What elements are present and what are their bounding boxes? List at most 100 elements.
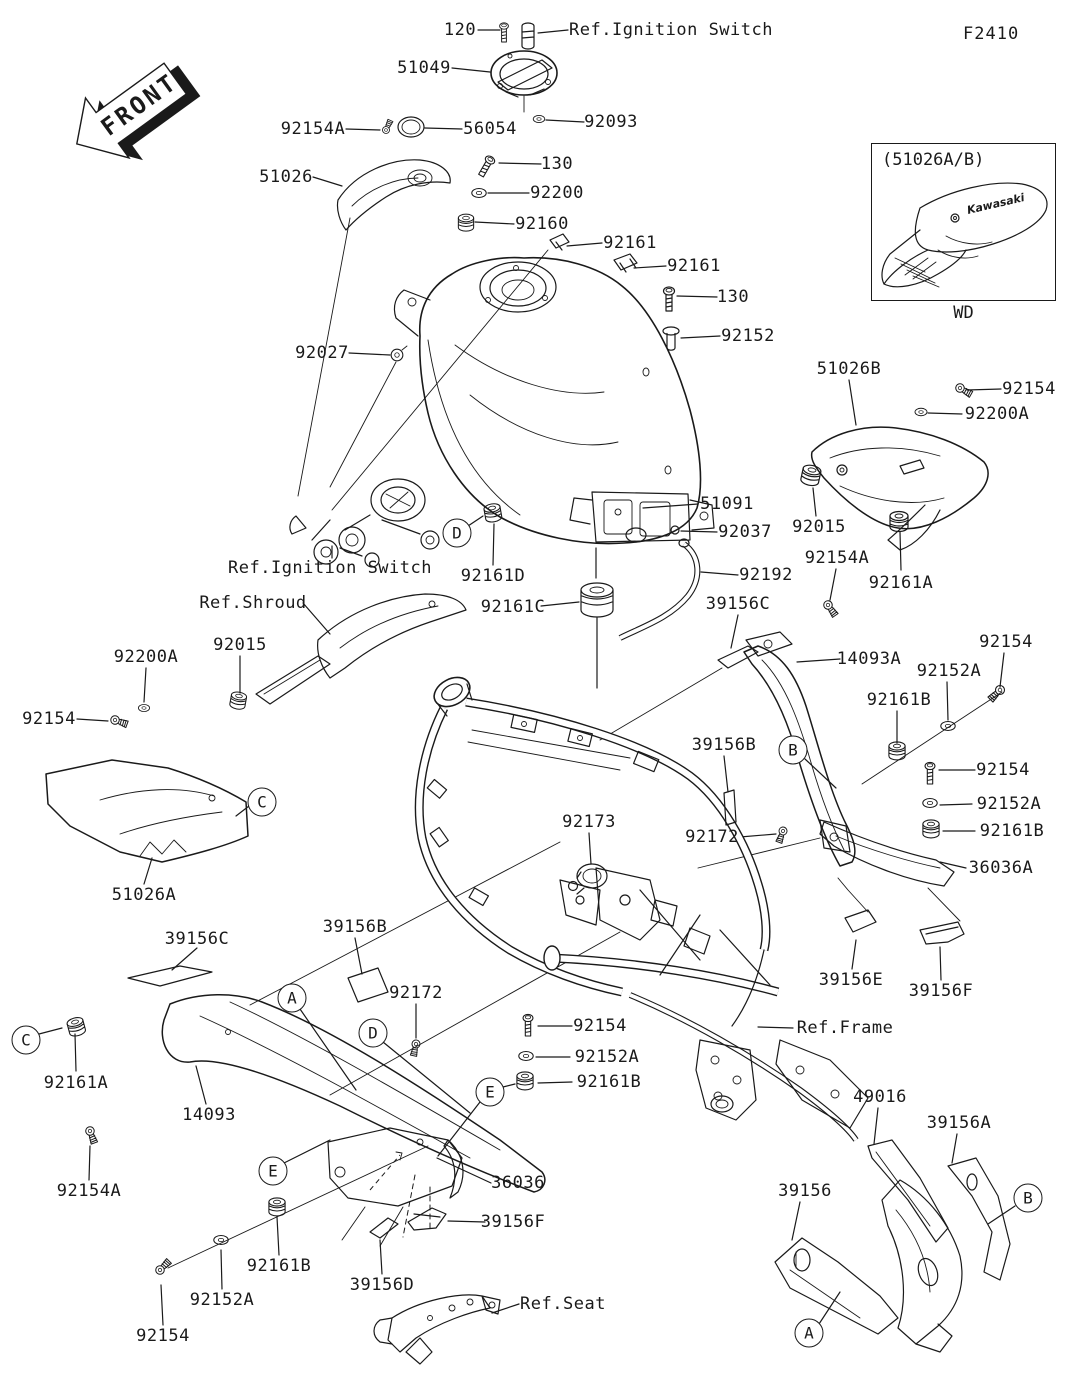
part-label-92015: 92015 <box>792 517 846 537</box>
part-label-92154: 92154 <box>22 709 76 729</box>
bracket-36036A-drawing <box>819 819 965 945</box>
ignition-switch-drawing <box>289 478 440 568</box>
part-label-92154: 92154 <box>979 632 1033 652</box>
part-label-39156f: 39156F <box>908 981 974 1001</box>
diagram-code: F2410 <box>963 24 1020 44</box>
inset-title: (51026A/B) <box>882 150 985 170</box>
callout-circle-d: D <box>358 1018 388 1048</box>
part-label-92152a: 92152A <box>189 1290 255 1310</box>
part-label-92154: 92154 <box>976 760 1030 780</box>
part-label-92154: 92154 <box>1002 379 1056 399</box>
part-label-92154a: 92154A <box>804 548 870 568</box>
part-label-92152: 92152 <box>721 326 775 346</box>
tank-mount-hardware <box>390 153 680 362</box>
part-label-92172: 92172 <box>389 983 443 1003</box>
cover-51026A-drawing <box>45 759 249 863</box>
part-label-ref-ignition-switch: Ref.Ignition Switch <box>569 20 773 40</box>
callout-circle-e: E <box>258 1156 288 1186</box>
fuel-cap-drawing <box>380 22 558 138</box>
inset-box: (51026A/B) <box>871 143 1056 301</box>
leader-lines <box>38 29 1016 1326</box>
part-label-92154: 92154 <box>136 1326 190 1346</box>
part-label-92200a: 92200A <box>113 647 179 667</box>
heat-shield-group-drawing <box>774 1139 1011 1353</box>
part-label-92152a: 92152A <box>574 1047 640 1067</box>
part-label-92037: 92037 <box>718 522 772 542</box>
cover-51026B-drawing <box>799 381 989 551</box>
knee-pad-14093-drawing <box>127 965 546 1193</box>
inset-caption: WD <box>953 303 974 323</box>
part-label-ref-frame: Ref.Frame <box>796 1018 894 1038</box>
part-label-92172: 92172 <box>685 827 739 847</box>
part-label-92161a: 92161A <box>868 573 934 593</box>
part-label-92027: 92027 <box>295 343 349 363</box>
callout-circle-c: C <box>247 787 277 817</box>
part-label-ref-shroud: Ref.Shroud <box>199 593 307 613</box>
part-label-120: 120 <box>443 20 477 40</box>
fuel-tank-drawing <box>393 256 715 545</box>
callout-circle-a: A <box>794 1318 824 1348</box>
part-label-92161: 92161 <box>667 256 721 276</box>
part-label-ref-seat: Ref.Seat <box>520 1294 606 1314</box>
part-label-92161b: 92161B <box>576 1072 642 1092</box>
part-label-92161a: 92161A <box>43 1073 109 1093</box>
part-label-92161b: 92161B <box>246 1256 312 1276</box>
part-label-39156c: 39156C <box>705 594 771 614</box>
part-label-39156f: 39156F <box>480 1212 546 1232</box>
part-label-92161b: 92161B <box>866 690 932 710</box>
part-label-39156a: 39156A <box>926 1113 992 1133</box>
part-label-130: 130 <box>716 287 750 307</box>
part-label-14093a: 14093A <box>836 649 902 669</box>
callout-circle-d: D <box>442 518 472 548</box>
part-label-92152a: 92152A <box>976 794 1042 814</box>
part-label-39156e: 39156E <box>818 970 884 990</box>
part-label-14093: 14093 <box>182 1105 236 1125</box>
part-label-92192: 92192 <box>739 565 793 585</box>
part-label-36036: 36036 <box>491 1173 545 1193</box>
part-label-92152a: 92152A <box>916 661 982 681</box>
part-label-92154: 92154 <box>573 1016 627 1036</box>
part-label-92093: 92093 <box>584 112 638 132</box>
seat-bracket-drawing <box>373 1294 501 1365</box>
callout-circle-b: B <box>778 735 808 765</box>
part-label-92160: 92160 <box>515 214 569 234</box>
part-label-51026a: 51026A <box>111 885 177 905</box>
frame-drawing <box>414 676 869 1142</box>
part-label-92161d: 92161D <box>460 566 526 586</box>
callout-circle-a: A <box>277 983 307 1013</box>
part-label-51026: 51026 <box>259 167 313 187</box>
part-label-92161: 92161 <box>603 233 657 253</box>
part-label-92200a: 92200A <box>964 404 1030 424</box>
callout-circle-c: C <box>11 1025 41 1055</box>
part-label-51049: 51049 <box>397 58 451 78</box>
part-label-39156b: 39156B <box>322 917 388 937</box>
callout-circle-b: B <box>1013 1183 1043 1213</box>
cover-51026-drawing <box>336 159 451 231</box>
part-label-39156c: 39156C <box>164 929 230 949</box>
part-label-92200: 92200 <box>530 183 584 203</box>
bracket-36036-drawing <box>327 1127 464 1247</box>
part-label-39156: 39156 <box>778 1181 832 1201</box>
fuel-hose-drawing <box>482 502 701 641</box>
part-label-56054: 56054 <box>463 119 517 139</box>
part-label-92161c: 92161C <box>480 597 546 617</box>
part-label-92154a: 92154A <box>280 119 346 139</box>
part-label-39156d: 39156D <box>349 1275 415 1295</box>
part-label-ref-ignition-switch: Ref.Ignition Switch <box>228 558 432 578</box>
part-label-92173: 92173 <box>562 812 616 832</box>
callout-circle-e: E <box>475 1077 505 1107</box>
part-label-49016: 49016 <box>853 1087 907 1107</box>
part-label-92161b: 92161B <box>979 821 1045 841</box>
knee-pad-14093A-drawing <box>717 631 856 867</box>
part-label-92015: 92015 <box>213 635 267 655</box>
part-label-130: 130 <box>540 154 574 174</box>
part-label-92154a: 92154A <box>56 1181 122 1201</box>
shroud-drawing <box>255 593 467 705</box>
part-label-36036a: 36036A <box>968 858 1034 878</box>
clamp-92173-drawing <box>409 825 789 1058</box>
part-label-39156b: 39156B <box>691 735 757 755</box>
part-label-51091: 51091 <box>700 494 754 514</box>
